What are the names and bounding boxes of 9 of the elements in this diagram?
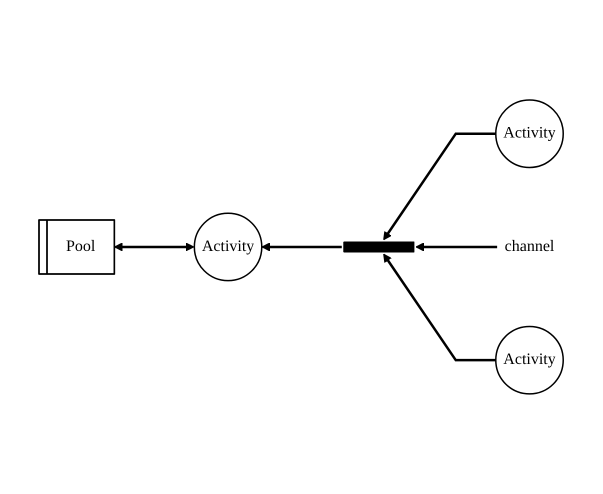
arrow [384, 132, 496, 240]
node-circle: Activity [495, 326, 564, 395]
node-circle: Activity [495, 99, 564, 168]
arrow [384, 254, 496, 362]
node-text: channel [505, 238, 555, 255]
node-circle: Activity [194, 212, 263, 282]
arrow [262, 242, 342, 252]
arrow [416, 242, 498, 252]
arrow [114, 242, 195, 252]
